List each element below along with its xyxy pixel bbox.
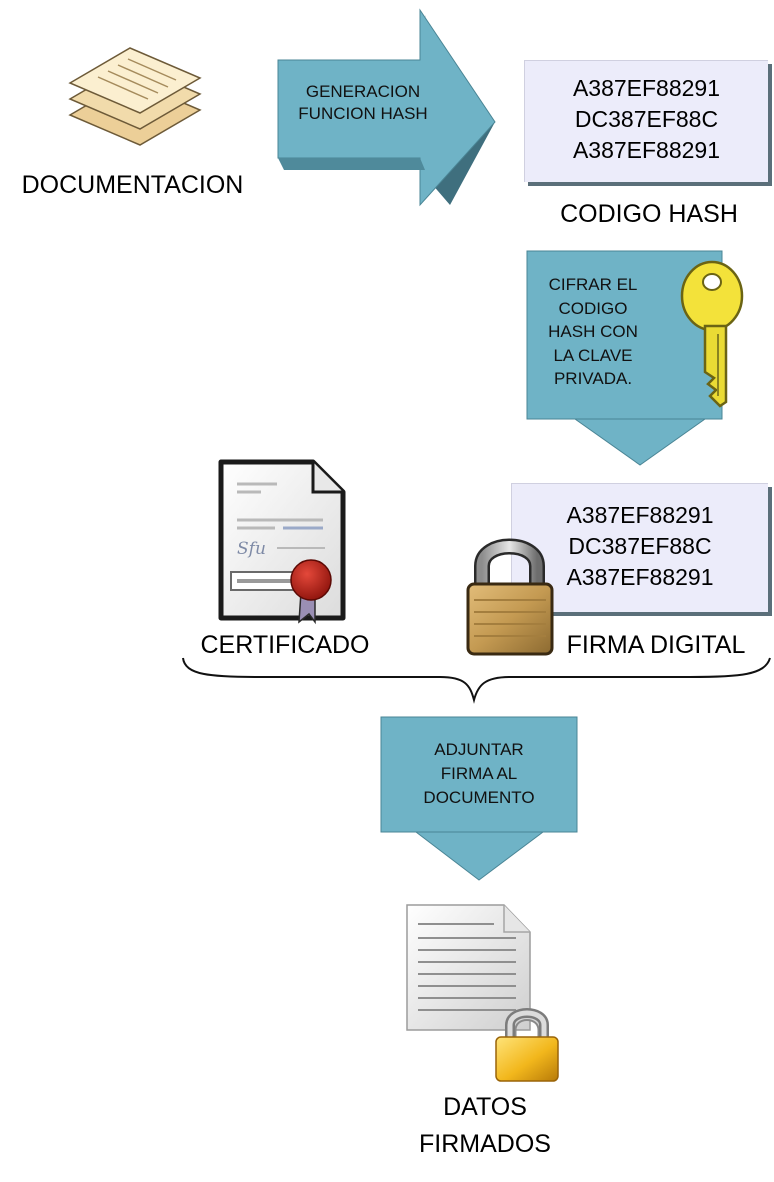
hash-code-line: DC387EF88C [574,106,719,132]
hash-code-label: CODIGO HASH [560,200,738,228]
hash-generation-arrow [277,8,496,207]
encrypt-text: CIFRAR EL CODIGO HASH CON LA CLAVE PRIVA… [548,275,638,388]
svg-text:Sfu: Sfu [237,539,266,559]
encrypt-arrow [526,250,723,466]
signed-data-label: DATOS FIRMADOS [419,1093,551,1158]
attach-signature-text: ADJUNTAR FIRMA AL DOCUMENTO [423,740,535,807]
key-icon [680,260,744,408]
signature-line: A387EF88291 [566,502,714,528]
hash-code-line: A387EF88291 [572,75,721,101]
padlock-icon [466,538,554,656]
signature-line: DC387EF88C [568,533,712,559]
hash-code-box: A387EF88291 DC387EF88C A387EF88291 [524,60,768,182]
digital-signature-label: FIRMA DIGITAL [566,631,746,659]
hash-code-line: A387EF88291 [572,137,721,163]
certificate-label: CERTIFICADO [200,631,370,659]
curly-brace [182,657,771,704]
attach-signature-arrow [380,716,578,881]
documentation-label: DOCUMENTACION [21,171,244,199]
locked-document-padlock [495,1008,559,1082]
hash-generation-text: GENERACION FUNCION HASH [298,82,428,123]
certificate-icon: Sfu [218,459,346,625]
documents-stack-icon [68,47,202,146]
signature-line: A387EF88291 [566,564,714,590]
